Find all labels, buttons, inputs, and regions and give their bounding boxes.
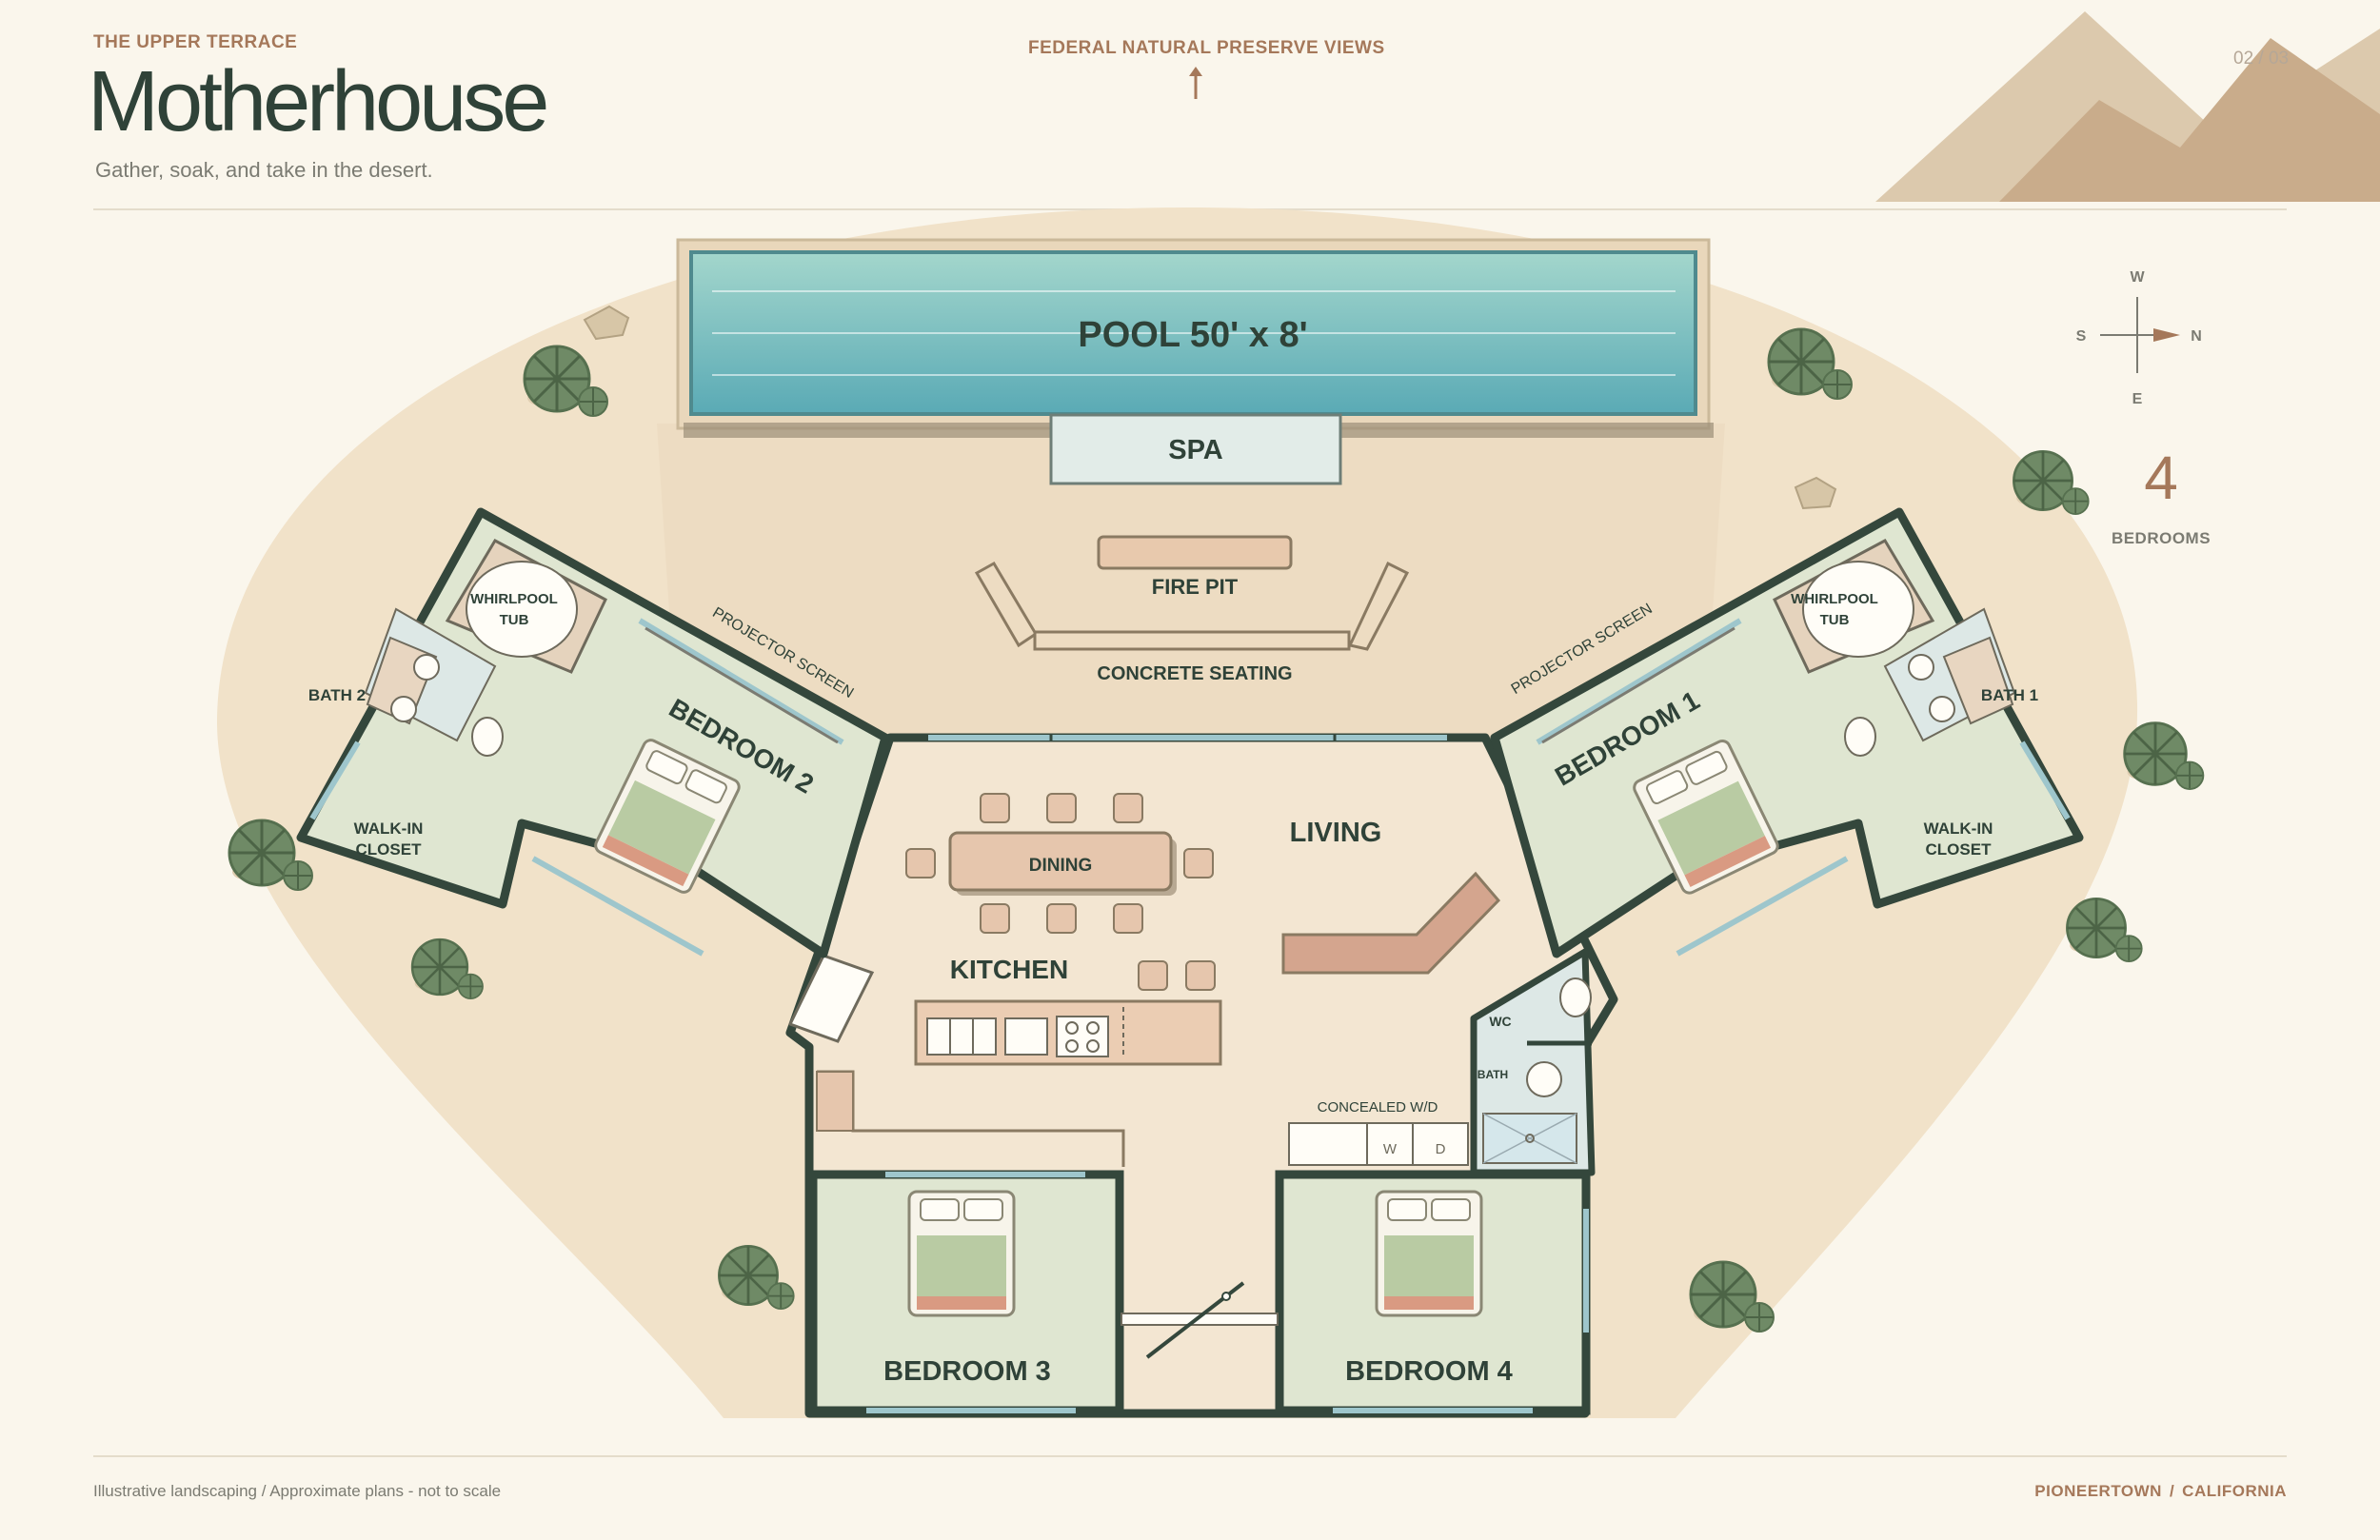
whirlpool-2-line2: TUB: [500, 612, 529, 628]
compass: W S N E: [2076, 269, 2202, 407]
pool: POOL 50' x 8': [676, 238, 1714, 438]
bath-2-label: BATH 2: [308, 686, 366, 704]
whirlpool-1-line1: WHIRLPOOL: [1791, 591, 1878, 607]
concrete-seating: CONCRETE SEATING: [974, 561, 1410, 684]
compass-s: S: [2076, 328, 2087, 345]
bedroom-4: BEDROOM 4: [1275, 1170, 1591, 1415]
kitchen-label: KITCHEN: [950, 955, 1068, 984]
compass-needle-icon: [2153, 328, 2180, 342]
cactus-icon: [2123, 721, 2205, 791]
compass-n: N: [2191, 328, 2202, 345]
page-number: 02 / 03: [2233, 49, 2290, 69]
pool-label: POOL 50' x 8': [1078, 315, 1307, 355]
bedroom-1-wing: WHIRLPOOL TUB WALK-IN CLOSET BEDROOM 1 P…: [1490, 507, 2084, 958]
preserve-views-label: FEDERAL NATURAL PRESERVE VIEWS: [1028, 38, 1385, 58]
footer-note: Illustrative landscaping / Approximate p…: [93, 1482, 502, 1500]
page-title: Motherhouse: [88, 54, 549, 149]
bedroom-count-label: BEDROOMS: [2111, 529, 2211, 547]
concrete-seating-label: CONCRETE SEATING: [1097, 663, 1292, 684]
footer-separator: /: [2169, 1482, 2175, 1500]
whirlpool-1-line2: TUB: [1820, 612, 1850, 628]
back-counter: [816, 1070, 1125, 1167]
dining-label: DINING: [1029, 856, 1093, 876]
bedroom-3-label: BEDROOM 3: [883, 1356, 1051, 1387]
laundry-closet: CONCEALED W/D W D: [1288, 1099, 1469, 1166]
compass-e: E: [2132, 391, 2143, 407]
bedroom-2-wing: WHIRLPOOL TUB WALK-IN CLOSET BEDROOM 2 P…: [296, 507, 890, 958]
washer-label: W: [1383, 1141, 1398, 1157]
rock-icon: [583, 305, 1837, 510]
dryer-label: D: [1436, 1141, 1446, 1157]
spa-label: SPA: [1168, 435, 1223, 465]
cactus-icon: [2066, 898, 2144, 963]
walkin-2-line1: WALK-IN: [354, 819, 424, 838]
living-label: LIVING: [1290, 818, 1382, 848]
fire-pit: FIRE PIT: [1097, 535, 1293, 599]
concealed-wd-label: CONCEALED W/D: [1318, 1099, 1438, 1116]
footer-state: CALIFORNIA: [2182, 1482, 2287, 1500]
kitchen-island: [914, 999, 1222, 1066]
wc-label: WC: [1489, 1014, 1511, 1029]
bar-stools: [1138, 960, 1216, 991]
page-subtitle: Gather, soak, and take in the desert.: [95, 158, 433, 182]
footer-location: PIONEERTOWN / CALIFORNIA: [2034, 1482, 2287, 1501]
cactus-icon: [2013, 450, 2091, 516]
fire-pit-label: FIRE PIT: [1152, 575, 1239, 599]
bedroom-3: BEDROOM 3: [808, 1170, 1124, 1415]
mountain-illustration: [1875, 11, 2380, 202]
sofa: [1281, 871, 1501, 975]
bath-label: BATH: [1478, 1068, 1508, 1081]
dining-table: DINING: [905, 793, 1214, 934]
footer-city: PIONEERTOWN: [2034, 1482, 2162, 1500]
compass-w: W: [2130, 269, 2145, 286]
whirlpool-2-line1: WHIRLPOOL: [470, 591, 558, 607]
bedroom-4-label: BEDROOM 4: [1345, 1356, 1513, 1387]
fridge: [787, 954, 875, 1043]
arrow-up-icon: [1189, 67, 1202, 99]
bath-1-label: BATH 1: [1981, 686, 2038, 704]
entry-door: [1121, 1281, 1279, 1359]
walkin-2-line2: CLOSET: [356, 840, 423, 859]
walkin-1-line2: CLOSET: [1926, 840, 1993, 859]
walkin-1-line1: WALK-IN: [1924, 819, 1993, 838]
spa: SPA: [1049, 413, 1342, 485]
bedroom-count: 4: [2144, 444, 2178, 512]
terrace: [657, 424, 1725, 742]
hall-bath: WC BATH: [1470, 948, 1596, 1176]
eyebrow-label: THE UPPER TERRACE: [93, 32, 298, 52]
